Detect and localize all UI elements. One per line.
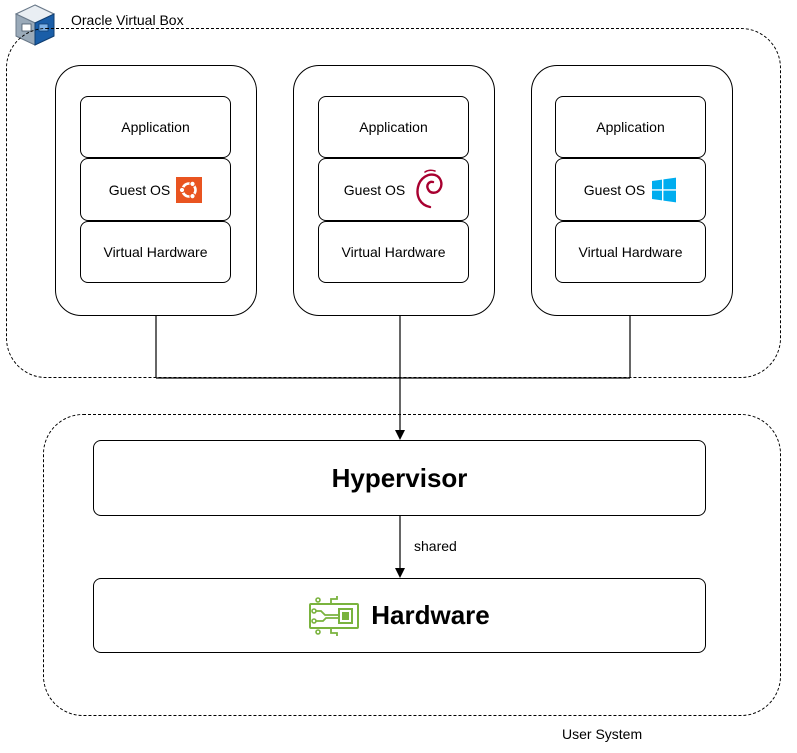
virtualbox-group-label: Oracle Virtual Box: [71, 12, 184, 28]
user-system-group-label: User System: [562, 726, 643, 742]
vm1-virtual-hardware-label: Virtual Hardware: [103, 244, 208, 260]
windows-icon: [651, 177, 677, 203]
vm3-application-label: Application: [596, 119, 665, 135]
circuit-board-icon: [309, 595, 360, 637]
debian-icon: [413, 167, 443, 211]
vm2-virtual-hardware-label: Virtual Hardware: [341, 244, 446, 260]
ubuntu-icon: [176, 176, 203, 203]
hardware-box: Hardware: [93, 578, 706, 653]
vm2-application-layer: Application: [318, 96, 469, 158]
vm3-application-layer: Application: [555, 96, 706, 158]
vm2-guest-os-label: Guest OS: [343, 181, 406, 198]
vm1-application-layer: Application: [80, 96, 231, 158]
vm2-application-label: Application: [359, 119, 428, 135]
vm1-guest-os-layer: Guest OS: [80, 158, 231, 221]
vm1-virtual-hardware-layer: Virtual Hardware: [80, 221, 231, 283]
vm3-virtual-hardware-label: Virtual Hardware: [578, 244, 683, 260]
vm3-guest-os-layer: Guest OS: [555, 158, 706, 221]
vm3-guest-os-label: Guest OS: [583, 181, 646, 198]
vm2-virtual-hardware-layer: Virtual Hardware: [318, 221, 469, 283]
vm2-guest-os-layer: Guest OS: [318, 158, 469, 221]
user-system-group: [43, 414, 781, 716]
shared-edge-label: shared: [414, 538, 457, 554]
vm1-guest-os-label: Guest OS: [108, 181, 171, 198]
vm3-virtual-hardware-layer: Virtual Hardware: [555, 221, 706, 283]
hardware-label: Hardware: [371, 600, 490, 630]
hypervisor-box: Hypervisor: [93, 440, 706, 516]
hypervisor-to-hardware-arrowhead: [395, 568, 405, 578]
vm1-application-label: Application: [121, 119, 190, 135]
hypervisor-label: Hypervisor: [331, 462, 468, 493]
vm2-to-hypervisor-arrowhead: [395, 430, 405, 440]
